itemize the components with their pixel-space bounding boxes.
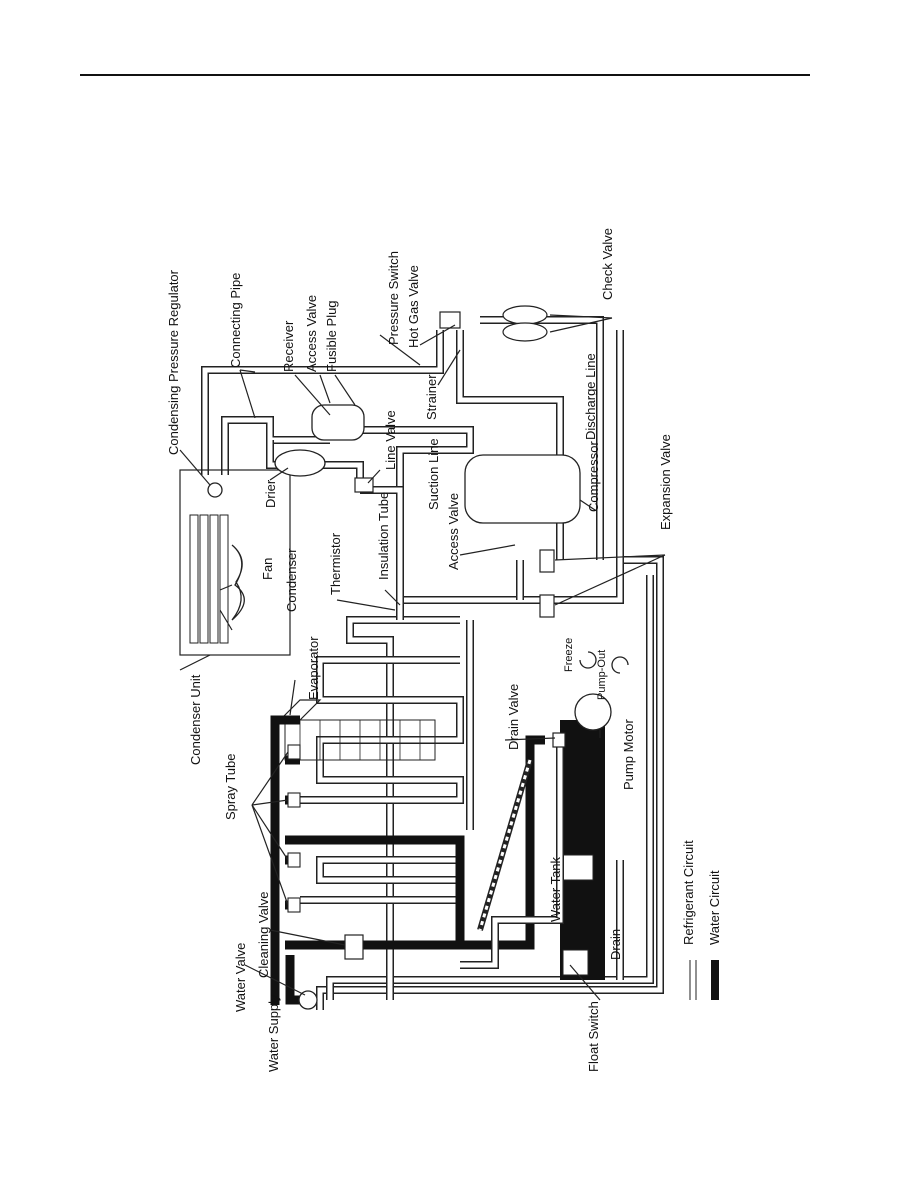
label-pressure-switch: Pressure Switch: [386, 251, 401, 345]
leader-lines: [179, 314, 666, 1001]
label-thermistor: Thermistor: [328, 532, 343, 595]
label-hot-gas-valve: Hot Gas Valve: [406, 265, 421, 348]
label-cleaning-valve: Cleaning Valve: [256, 892, 271, 978]
label-receiver: Receiver: [281, 320, 296, 372]
label-strainer: Strainer: [424, 374, 439, 420]
label-water-supply: Water Supply: [266, 994, 281, 1072]
hot-gas-valve: [439, 311, 461, 329]
label-condenser-unit: Condenser Unit: [188, 674, 203, 765]
drier: [274, 449, 326, 477]
label-compressor: Compressor: [586, 441, 601, 512]
expansion-valves: [539, 549, 555, 618]
labels: Condensing Pressure Regulator Connecting…: [166, 228, 722, 1072]
label-spray-tube: Spray Tube: [223, 754, 238, 821]
cleaning-valve: [344, 934, 364, 960]
check-valves: [502, 305, 548, 342]
label-condenser: Condenser: [284, 548, 299, 612]
label-access-valve-bottom: Access Valve: [446, 493, 461, 570]
label-fan: Fan: [260, 558, 275, 580]
drain-valve: [552, 732, 566, 748]
label-evaporator: Evaporator: [306, 636, 321, 700]
refrigerant-piping: [201, 316, 664, 1010]
water-valve: [298, 990, 318, 1010]
label-suction-line: Suction Line: [426, 438, 441, 510]
label-line-valve: Line Valve: [383, 410, 398, 470]
label-float-switch: Float Switch: [586, 1001, 601, 1072]
legend-refrigerant-label: Refrigerant Circuit: [681, 840, 696, 945]
header-rule: [80, 74, 810, 76]
compressor: [464, 454, 581, 524]
label-drier: Drier: [263, 479, 278, 508]
label-check-valve: Check Valve: [600, 228, 615, 300]
label-pump-motor: Pump Motor: [621, 719, 636, 790]
label-pump-out: Pump-Out: [596, 650, 608, 700]
legend-swatches: [689, 960, 719, 1000]
freeze-arrow-icon: [579, 651, 597, 669]
label-freeze: Freeze: [563, 638, 575, 672]
label-access-valve-top: Access Valve: [304, 295, 319, 372]
label-water-valve: Water Valve: [233, 943, 248, 1012]
label-drain-valve: Drain Valve: [506, 684, 521, 750]
evaporator: [278, 699, 436, 761]
drain-tube: [477, 759, 533, 931]
line-valve: [354, 477, 374, 493]
water-piping: [270, 715, 605, 1005]
condenser-coils: [189, 514, 229, 644]
legend-water-label: Water Circuit: [707, 870, 722, 945]
condenser-unit: [179, 469, 291, 656]
spray-tube-heads: [287, 744, 301, 913]
label-insulation-tube: Insulation Tube: [376, 492, 391, 580]
label-expansion-valve: Expansion Valve: [658, 434, 673, 530]
fan-icon: [231, 544, 245, 621]
label-fusible-plug: Fusible Plug: [324, 300, 339, 372]
label-condensing-pressure-regulator: Condensing Pressure Regulator: [166, 269, 181, 455]
water-tank: [560, 720, 605, 980]
pump-motor: [574, 693, 612, 731]
label-drain: Drain: [608, 929, 623, 960]
receiver: [311, 404, 365, 441]
pump-out-arrow-icon: [611, 656, 629, 674]
label-connecting-pipe: Connecting Pipe: [228, 273, 243, 368]
label-discharge-line: Discharge Line: [583, 353, 598, 440]
label-water-tank: Water Tank: [548, 856, 563, 922]
